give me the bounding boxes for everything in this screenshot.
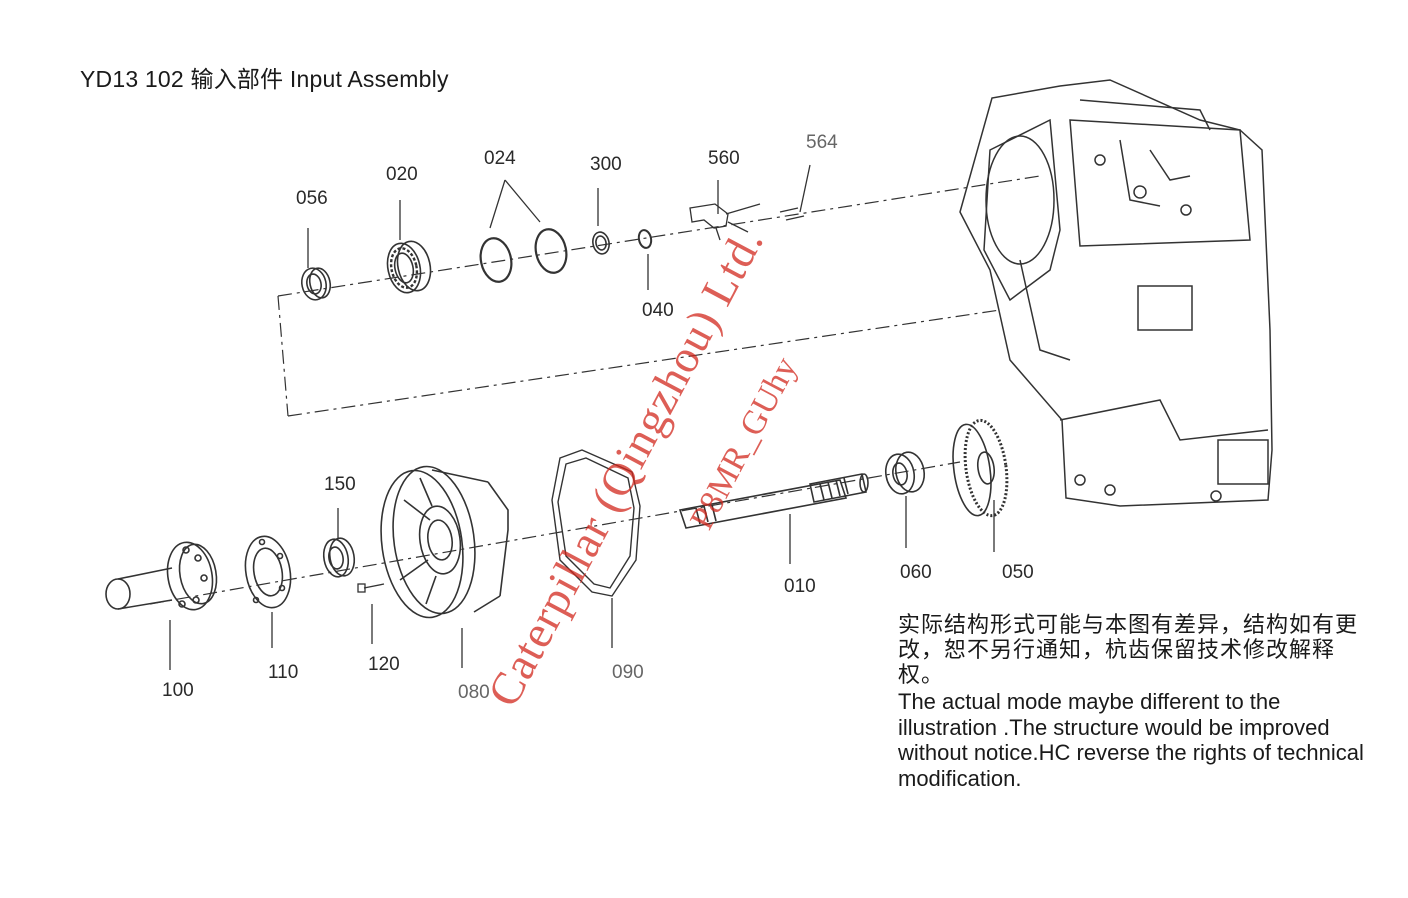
callout-120: 120 [368,654,400,675]
upper-axis-line [277,175,1041,417]
callout-100: 100 [162,680,194,701]
part-090-gasket [551,449,641,597]
callout-090: 090 [612,662,644,683]
callout-020: 020 [386,164,418,185]
disclaimer-note: 实际结构形式可能与本图有差异，结构如有更改，恕不另行通知，杭齿保留技术修改解释权… [898,612,1368,791]
part-056-oil-seal [300,267,332,301]
part-020-bearing [386,240,432,294]
part-120-screw [357,583,385,593]
callout-300: 300 [590,154,622,175]
callout-010: 010 [784,576,816,597]
callout-040: 040 [642,300,674,321]
part-transmission-case [959,79,1273,507]
part-010-shaft [678,473,869,529]
callout-564: 564 [806,132,838,153]
part-110-gasket [244,535,292,609]
part-150-seal [322,537,356,578]
callout-060: 060 [900,562,932,583]
callout-150: 150 [324,474,356,495]
callout-024: 024 [484,148,516,169]
part-040-circlip [637,229,653,249]
page-title: YD13 102 输入部件 Input Assembly [80,66,449,92]
part-564-bolts [779,207,805,221]
callout-110: 110 [268,662,299,683]
part-050-gear [952,418,1009,518]
disclaimer-english: The actual mode maybe different to the i… [898,689,1364,791]
callout-050: 050 [1002,562,1034,583]
part-300-ring [592,231,610,255]
callout-056: 056 [296,188,328,209]
lower-axis-line [149,461,961,605]
part-100-flange [105,541,218,611]
part-060-bearing [884,451,926,495]
part-560-bracket [689,203,761,241]
part-080-housing [380,465,509,619]
part-024-rings [479,228,568,283]
leader-lines [169,164,995,670]
disclaimer-chinese: 实际结构形式可能与本图有差异，结构如有更改，恕不另行通知，杭齿保留技术修改解释权… [898,612,1359,687]
callout-560: 560 [708,148,740,169]
callout-080: 080 [458,682,490,703]
